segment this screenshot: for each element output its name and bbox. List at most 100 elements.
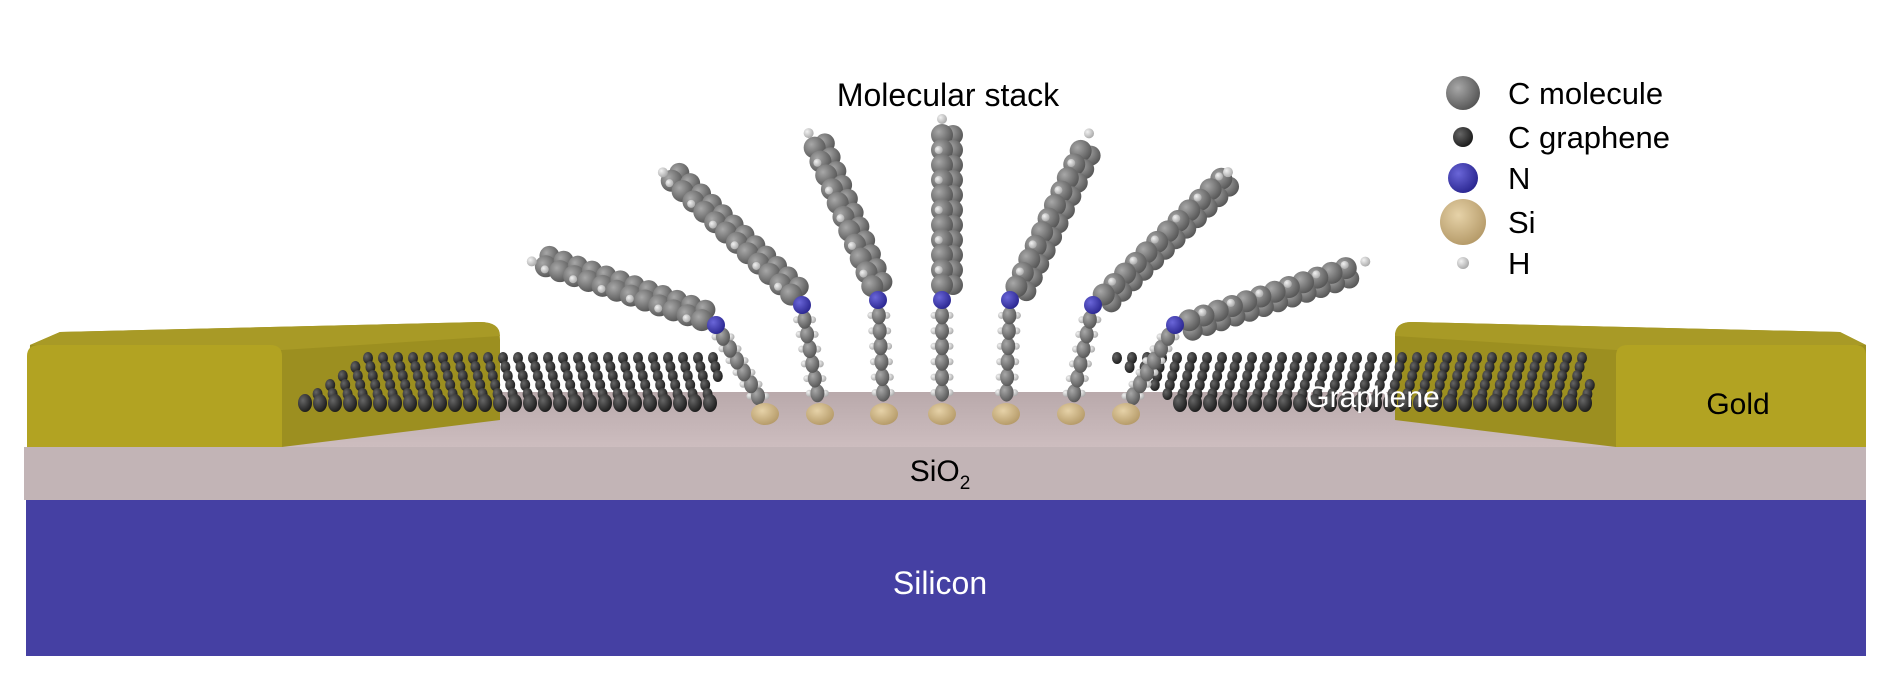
- graphene-atom: [1167, 370, 1178, 382]
- hydrogen-atom: [934, 176, 943, 184]
- graphene-atom: [625, 379, 636, 391]
- graphene-atom: [1353, 394, 1367, 412]
- hydrogen-atom: [540, 265, 549, 274]
- graphene-atom: [610, 379, 621, 391]
- graphene-atom: [1202, 352, 1212, 364]
- graphene-atom: [538, 394, 552, 412]
- graphene-atom: [640, 379, 651, 391]
- hydrogen-atom: [730, 241, 739, 250]
- graphene-atom: [1232, 352, 1242, 364]
- silicon-atom: [806, 403, 834, 425]
- graphene-atom: [1392, 370, 1403, 382]
- nitrogen-atom: [707, 316, 725, 334]
- graphene-atom: [1162, 388, 1173, 400]
- legend-label: Si: [1508, 205, 1536, 240]
- graphene-atom: [650, 361, 661, 373]
- carbon-atom: [1070, 369, 1085, 388]
- graphene-atom: [553, 394, 567, 412]
- hydrogen-atom: [654, 304, 663, 313]
- nitrogen-atom: [1001, 291, 1019, 309]
- graphene-atom: [1542, 370, 1553, 382]
- graphene-atom: [1577, 352, 1587, 364]
- graphene-atom: [1488, 394, 1502, 412]
- graphene-atom: [1124, 361, 1135, 373]
- graphene-atom: [1574, 361, 1585, 373]
- graphene-atom: [1412, 352, 1422, 364]
- graphene-atom: [313, 394, 327, 412]
- graphene-atom: [493, 394, 507, 412]
- graphene-atom: [1337, 352, 1347, 364]
- carbon-atom: [935, 352, 949, 371]
- graphene-atom: [385, 379, 396, 391]
- graphene-atom: [453, 352, 463, 364]
- carbon-atom: [1067, 384, 1082, 403]
- label-gold: Gold: [1706, 388, 1769, 421]
- graphene-atom: [1233, 394, 1247, 412]
- carbon-atom: [873, 337, 888, 356]
- graphene-atom: [655, 379, 666, 391]
- graphene-atom: [442, 370, 453, 382]
- graphene-atom: [393, 352, 403, 364]
- hydrogen-atom: [1129, 256, 1138, 265]
- graphene-atom: [1347, 370, 1358, 382]
- graphene-atom: [710, 361, 721, 373]
- graphene-atom: [350, 361, 361, 373]
- graphene-atom: [365, 361, 376, 373]
- legend-item-nitrogen: N: [1448, 161, 1530, 196]
- carbon-atom: [935, 337, 949, 356]
- molecule-chain: [1112, 256, 1371, 425]
- graphene-atom: [1442, 352, 1452, 364]
- graphene-atom: [505, 379, 516, 391]
- molecule-chain: [1057, 167, 1240, 425]
- graphene-atom: [412, 370, 423, 382]
- hydrogen-atom: [682, 314, 691, 323]
- carbon-atom: [1000, 368, 1015, 387]
- hydrogen-atom: [1360, 256, 1371, 267]
- graphene-atom: [1458, 394, 1472, 412]
- graphene-atom: [1424, 361, 1435, 373]
- graphene-atom: [468, 352, 478, 364]
- silicon-atom: [928, 403, 956, 425]
- graphene-atom: [1172, 352, 1182, 364]
- graphene-atom: [1377, 370, 1388, 382]
- graphene-atom: [1338, 394, 1352, 412]
- graphene-atom: [1428, 394, 1442, 412]
- hydrogen-atom: [1193, 193, 1202, 202]
- graphene-atom: [605, 361, 616, 373]
- hydrogen-atom: [847, 241, 856, 250]
- hydrogen-atom: [625, 294, 634, 303]
- graphene-atom: [427, 370, 438, 382]
- graphene-atom: [1257, 370, 1268, 382]
- graphene-atom: [652, 370, 663, 382]
- graphene-atom: [1127, 352, 1137, 364]
- graphene-atom: [1197, 370, 1208, 382]
- graphene-atom: [1443, 394, 1457, 412]
- graphene-atom: [457, 370, 468, 382]
- label-graphene: Graphene: [1306, 381, 1439, 414]
- hydrogen-atom: [1226, 298, 1235, 307]
- graphene-atom: [1329, 379, 1340, 391]
- graphene-atom: [1164, 379, 1175, 391]
- graphene-atom: [1229, 361, 1240, 373]
- graphene-atom: [598, 394, 612, 412]
- graphene-atom: [1457, 352, 1467, 364]
- hydrogen-atom: [1222, 167, 1233, 178]
- graphene-atom: [397, 370, 408, 382]
- graphene-atom: [1277, 352, 1287, 364]
- graphene-atom: [1407, 370, 1418, 382]
- graphene-atom: [708, 352, 718, 364]
- graphene-atom: [410, 361, 421, 373]
- graphene-atom: [1469, 361, 1480, 373]
- graphene-atom: [1563, 394, 1577, 412]
- hydrogen-atom: [1312, 270, 1321, 279]
- graphene-atom: [1379, 361, 1390, 373]
- hydrogen-atom: [937, 114, 947, 124]
- graphene-atom: [1247, 352, 1257, 364]
- graphene-atom: [1482, 370, 1493, 382]
- nitrogen-atom: [869, 291, 887, 309]
- graphene-atom: [620, 361, 631, 373]
- graphene-atom: [423, 352, 433, 364]
- graphene-atom: [395, 361, 406, 373]
- graphene-atom: [1332, 370, 1343, 382]
